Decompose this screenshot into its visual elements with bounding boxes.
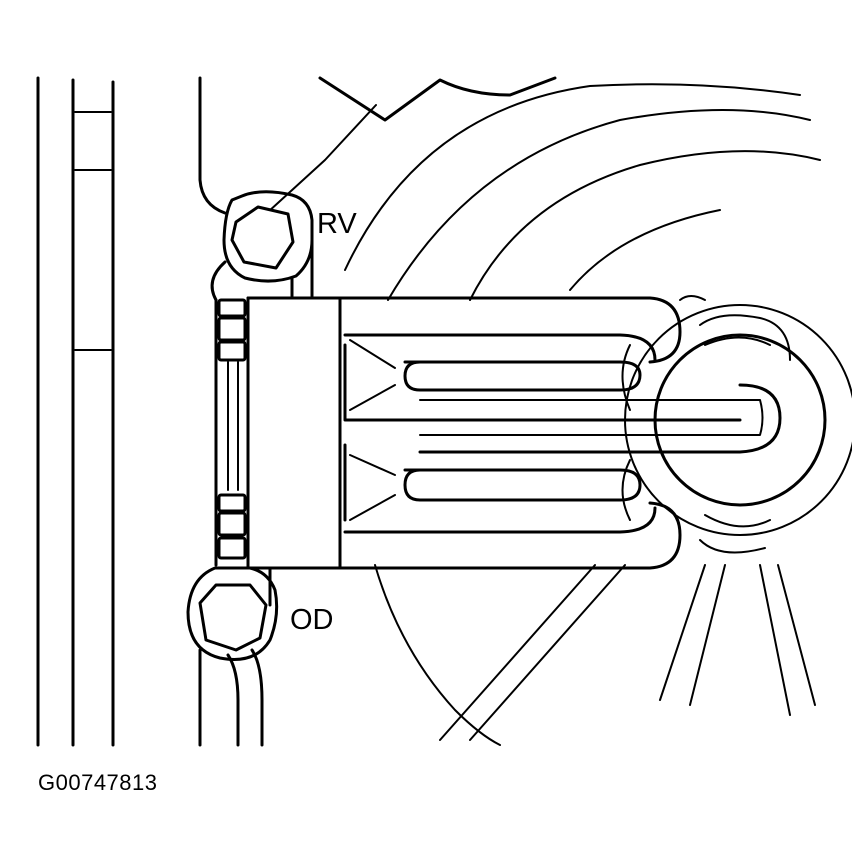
lower-pipe [198, 648, 264, 747]
shroud-outline [198, 76, 821, 301]
rv-label: RV [317, 208, 357, 240]
oil-cooler-body [246, 296, 782, 570]
od-bolt-hex [198, 583, 268, 652]
rv-bolt-hex [230, 205, 295, 270]
frame-rails [36, 76, 115, 747]
lower-braces [374, 564, 816, 746]
figure-id: G00747813 [38, 770, 158, 795]
od-fitting [186, 566, 279, 661]
od-label: OD [290, 604, 334, 636]
rv-fitting [222, 190, 314, 298]
fan-hub [624, 295, 852, 554]
cooler-tube [210, 260, 250, 567]
